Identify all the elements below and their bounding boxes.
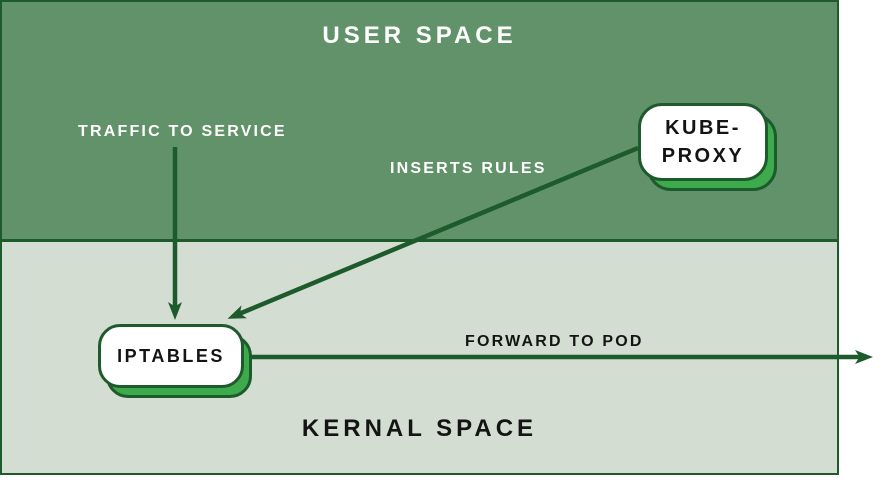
- forward-to-pod-label: FORWARD TO POD: [465, 333, 644, 350]
- kube-proxy-label-line2: PROXY: [661, 145, 745, 167]
- iptables-label: IPTABLES: [117, 345, 225, 366]
- inserts-rules-label: INSERTS RULES: [390, 160, 547, 177]
- kube-proxy-node: KUBE- PROXY: [638, 103, 777, 191]
- traffic-to-service-label: TRAFFIC TO SERVICE: [78, 123, 287, 140]
- iptables-node-body: IPTABLES: [98, 324, 244, 388]
- user-space-title: USER SPACE: [322, 22, 517, 49]
- iptables-node: IPTABLES: [98, 324, 252, 398]
- kube-proxy-label-line1: KUBE-: [665, 117, 741, 139]
- kube-proxy-node-body: KUBE- PROXY: [638, 103, 768, 181]
- kernel-space-title: KERNAL SPACE: [301, 415, 538, 442]
